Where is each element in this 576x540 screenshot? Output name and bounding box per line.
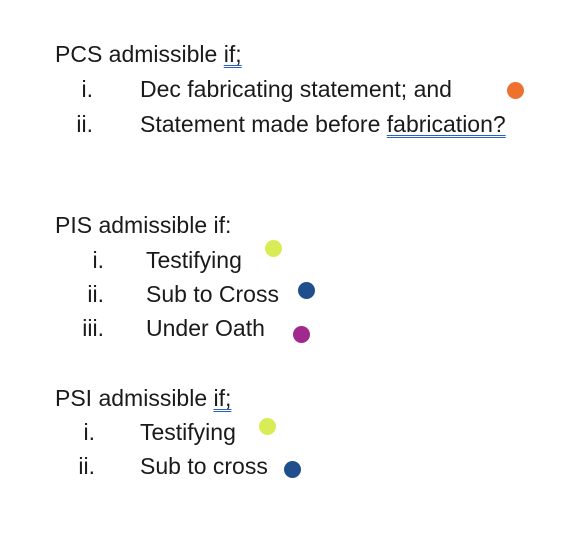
pcs-item-2-text-plain: Statement made before xyxy=(140,111,387,137)
pis-item-2-numeral: ii. xyxy=(87,281,104,307)
pis-item-3-numeral: iii. xyxy=(82,315,104,341)
orange-dot-icon xyxy=(507,82,524,99)
psi-item-1-numeral: i. xyxy=(83,419,96,445)
blue-dot-icon xyxy=(298,282,315,299)
psi-heading: PSI admissible if; xyxy=(55,384,231,412)
yellow-green-dot-icon xyxy=(259,418,276,435)
pcs-heading-text: PCS admissible xyxy=(55,41,224,67)
psi-heading-text: PSI admissible xyxy=(55,385,214,411)
pcs-heading-flagged-word[interactable]: if; xyxy=(223,41,242,67)
pcs-item-2-text: Statement made before fabrication? xyxy=(140,110,506,138)
pcs-item-2-numeral: ii. xyxy=(76,111,93,137)
psi-item-1-text: Testifying xyxy=(140,419,236,445)
pis-item-3-text: Under Oath xyxy=(146,315,265,341)
pis-heading: PIS admissible if: xyxy=(55,212,232,238)
pis-item-1-numeral: i. xyxy=(92,247,105,273)
pcs-item-2-flagged-word[interactable]: fabrication? xyxy=(386,111,506,137)
yellow-green-dot-icon xyxy=(265,240,282,257)
pis-item-2-text: Sub to Cross xyxy=(146,281,279,307)
psi-item-2-numeral: ii. xyxy=(78,453,95,479)
psi-heading-flagged-word[interactable]: if; xyxy=(213,385,232,411)
pcs-item-1-numeral: i. xyxy=(81,76,94,102)
psi-item-2-text: Sub to cross xyxy=(140,453,268,479)
pcs-heading: PCS admissible if; xyxy=(55,40,242,68)
pcs-item-1-text: Dec fabricating statement; and xyxy=(140,76,452,102)
blue-dot-icon xyxy=(284,461,301,478)
pis-item-1-text: Testifying xyxy=(146,247,242,273)
purple-dot-icon xyxy=(293,326,310,343)
